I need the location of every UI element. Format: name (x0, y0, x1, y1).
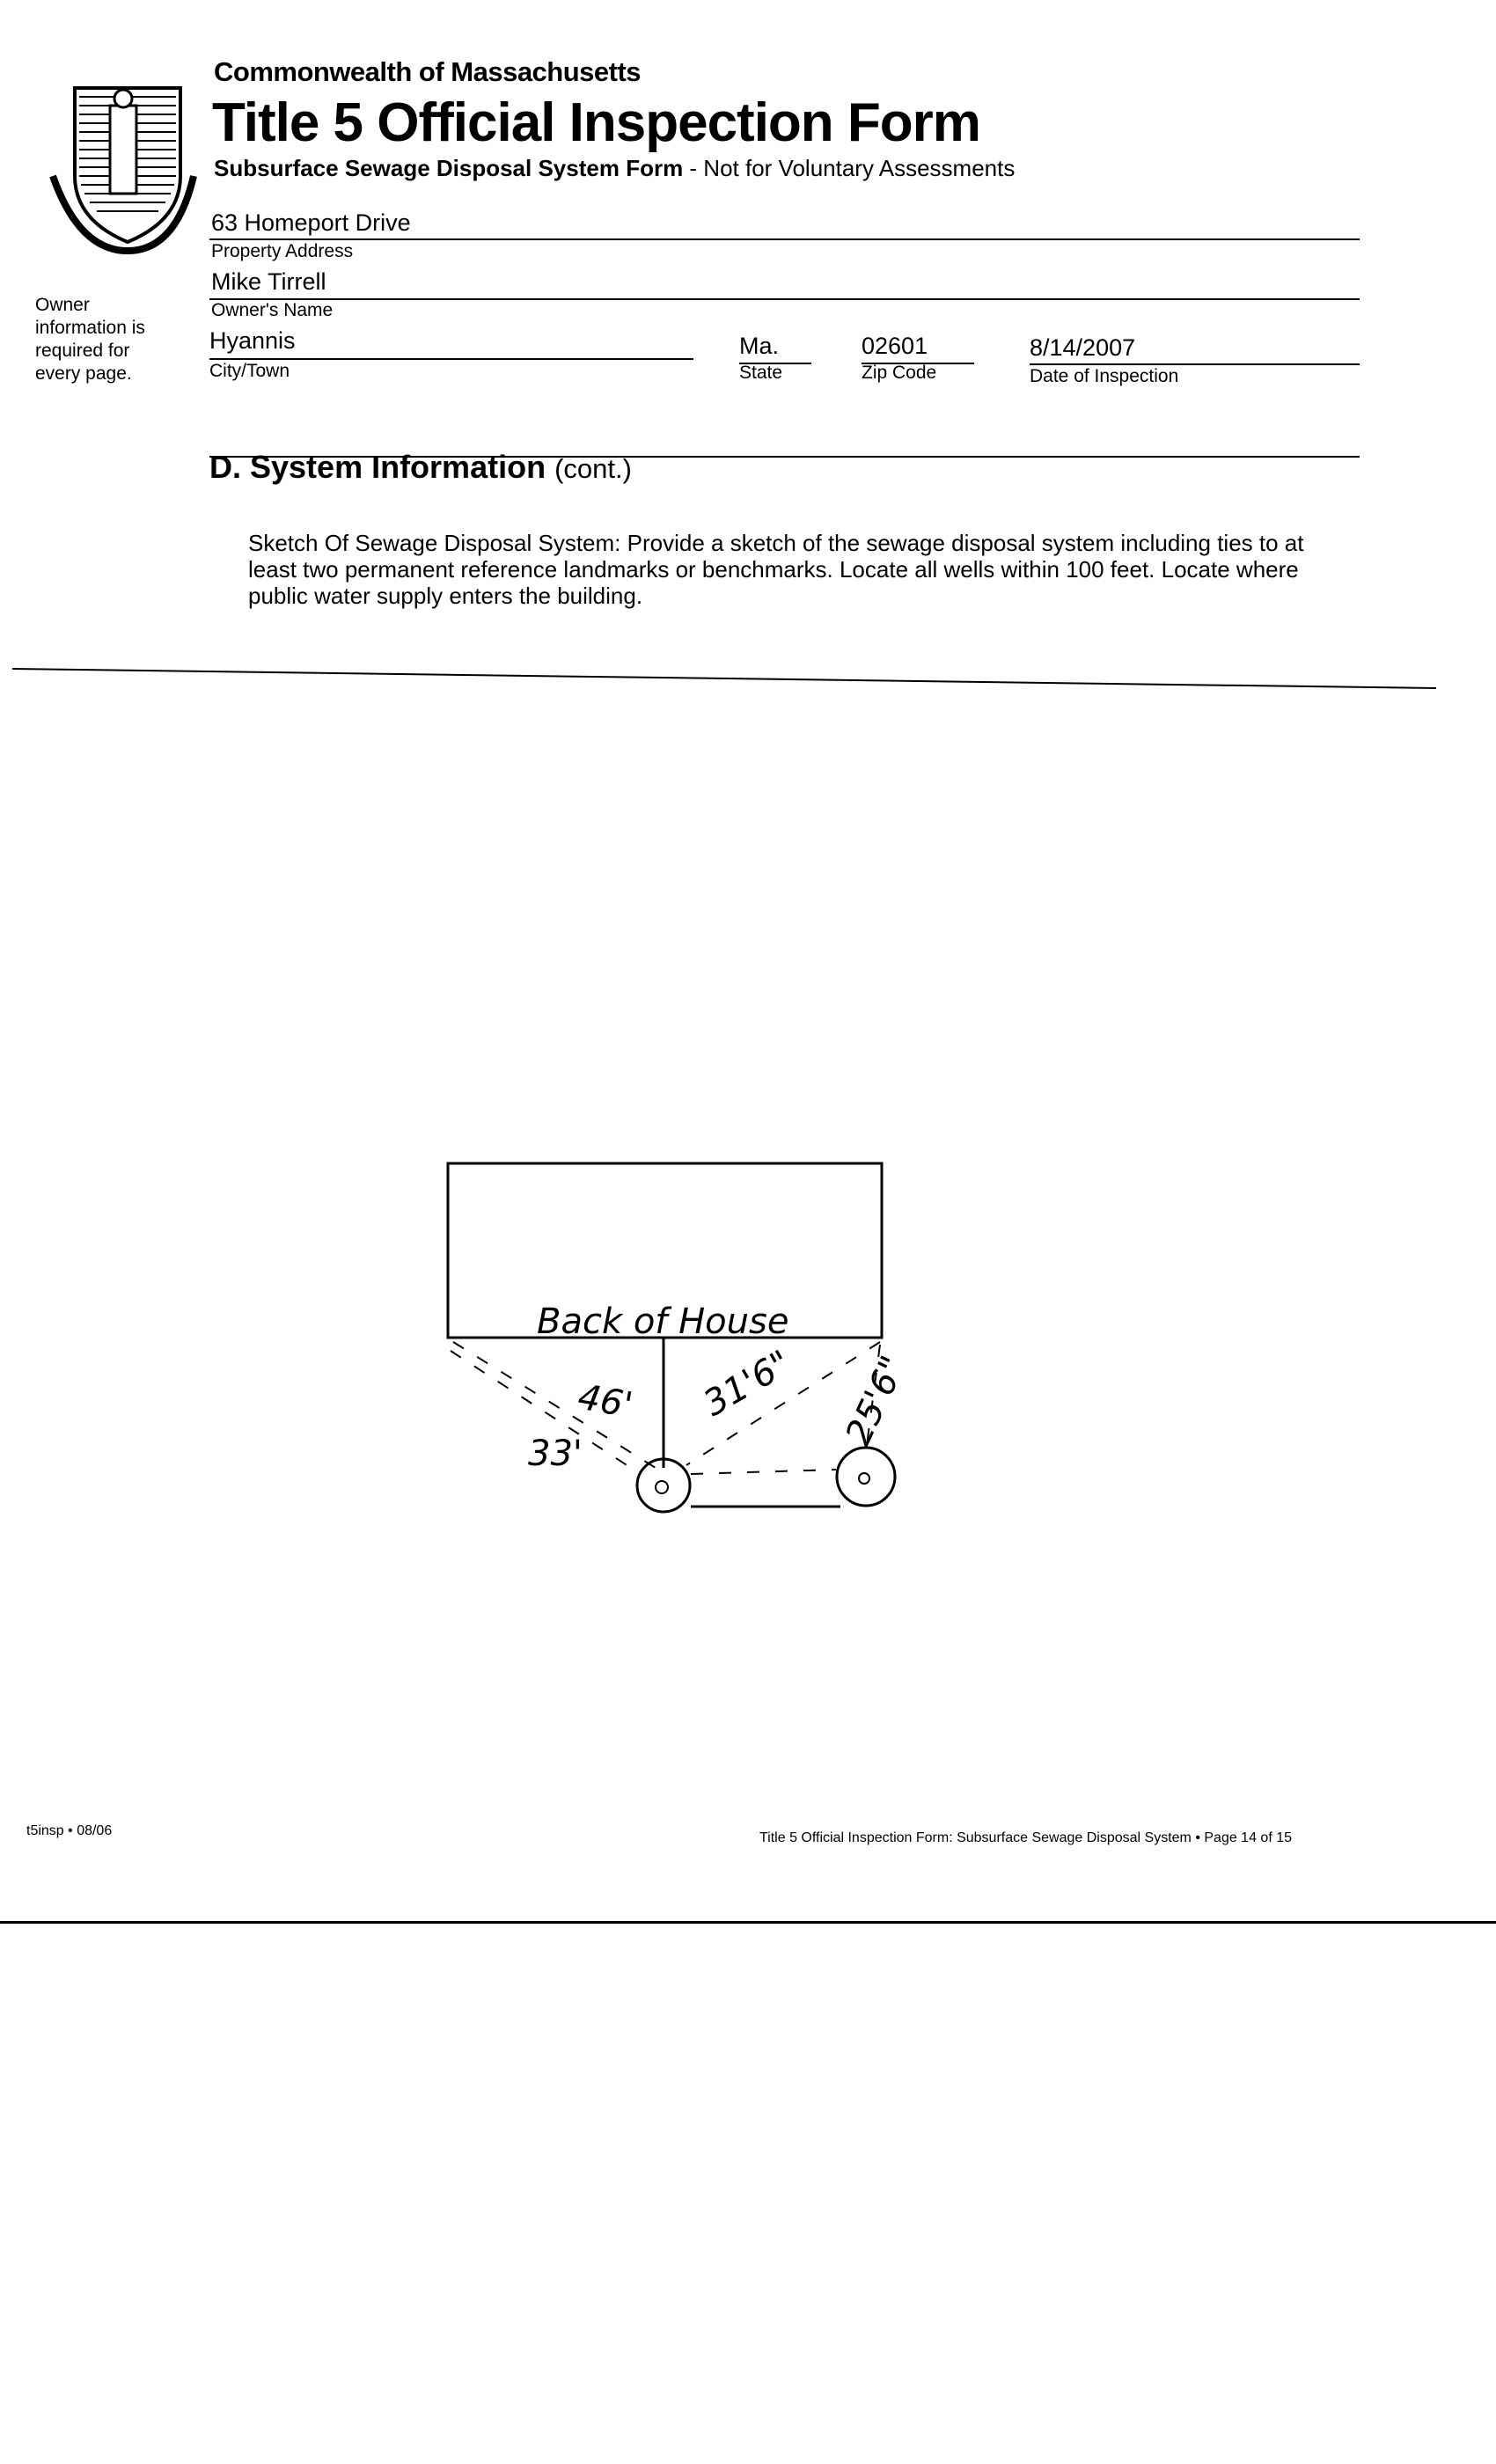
agency-name: Commonwealth of Massachusetts (214, 56, 642, 87)
state-label: State (739, 363, 783, 383)
zip-label: Zip Code (862, 363, 937, 383)
header-divider (209, 456, 1360, 458)
owner-name-value: Mike Tirrell (211, 268, 326, 295)
city-value: Hyannis (209, 327, 296, 354)
state-line (739, 363, 811, 364)
distribution-box-inner (858, 1472, 870, 1485)
massachusetts-seal-logo (49, 86, 197, 255)
sketch-instructions: Sketch Of Sewage Disposal System: Provid… (248, 530, 1304, 609)
zip-value: 02601 (862, 333, 928, 359)
owner-name-label: Owner's Name (211, 300, 334, 320)
section-title-text: D. System Information (209, 449, 546, 485)
section-suffix: (cont.) (554, 453, 632, 484)
form-code: t5insp • 08/06 (26, 1823, 113, 1838)
house-label: Back of House (537, 1302, 788, 1342)
distribution-box-circle (835, 1446, 897, 1507)
property-address-line (209, 238, 1360, 240)
date-value: 8/14/2007 (1030, 334, 1136, 361)
page-info: Title 5 Official Inspection Form: Subsur… (759, 1830, 1293, 1845)
city-line (209, 358, 693, 360)
form-title: Title 5 Official Inspection Form (212, 92, 981, 153)
owner-name-line (209, 298, 1360, 300)
date-line (1030, 363, 1360, 365)
subtitle-bold: Subsurface Sewage Disposal System Form (214, 155, 684, 181)
date-label: Date of Inspection (1030, 366, 1179, 386)
property-address-value: 63 Homeport Drive (211, 209, 411, 236)
zip-line (862, 363, 974, 364)
city-label: City/Town (209, 361, 290, 381)
septic-tank-circle (635, 1457, 692, 1514)
form-subtitle: Subsurface Sewage Disposal System Form -… (214, 155, 1015, 182)
tie-lines (450, 1341, 881, 1475)
subtitle-rest: - Not for Voluntary Assessments (683, 155, 1016, 181)
section-title: D. System Information (cont.) (209, 449, 632, 486)
section-separator (11, 668, 1437, 689)
measurement-33ft: 33' (528, 1434, 583, 1474)
septic-tank-inner (655, 1480, 669, 1494)
owner-info-note: Owner information is required for every … (35, 295, 145, 384)
page-bottom-line (0, 1921, 1496, 1924)
measurement-46ft: 46' (575, 1377, 635, 1426)
measurement-25ft6in: 25'6" (838, 1350, 913, 1451)
state-value: Ma. (739, 333, 780, 359)
property-address-label: Property Address (211, 241, 354, 261)
measurement-31ft6in: 31'6" (697, 1343, 798, 1425)
